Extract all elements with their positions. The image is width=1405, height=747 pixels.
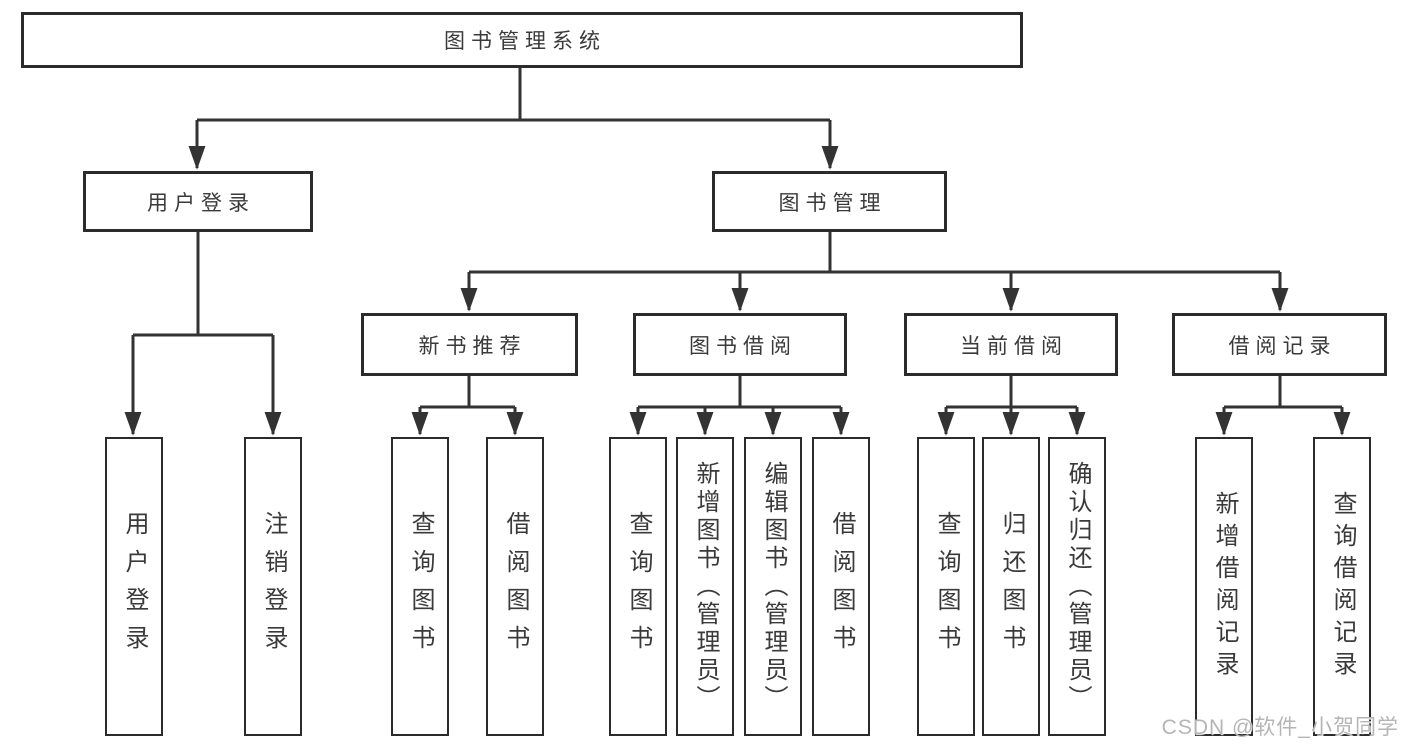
node-leaf-borrow-books-recommend: 借阅图书 xyxy=(486,437,544,736)
node-leaf-query-books-borrow: 查询图书 xyxy=(609,437,667,736)
node-book-borrow: 图书借阅 xyxy=(633,313,847,376)
node-leaf-logout: 注销登录 xyxy=(244,437,302,736)
node-borrow-records: 借阅记录 xyxy=(1172,313,1387,376)
node-leaf-query-books-recommend: 查询图书 xyxy=(391,437,449,736)
node-leaf-add-borrow-record: 新增借阅记录 xyxy=(1195,437,1253,736)
node-leaf-borrow-books: 借阅图书 xyxy=(812,437,870,736)
node-user-login: 用户登录 xyxy=(83,171,313,232)
node-leaf-edit-books-admin: 编辑图书（管理员） xyxy=(744,437,802,736)
node-root: 图书管理系统 xyxy=(21,12,1023,68)
node-current-borrow: 当前借阅 xyxy=(904,313,1118,376)
node-new-book-recommend: 新书推荐 xyxy=(361,313,578,376)
node-leaf-query-books-current: 查询图书 xyxy=(917,437,975,736)
watermark-text: CSDN @软件_小贺同学 xyxy=(1161,716,1399,739)
node-leaf-confirm-return-admin: 确认归还（管理员） xyxy=(1048,437,1106,736)
node-book-management: 图书管理 xyxy=(712,171,947,232)
node-leaf-query-borrow-record: 查询借阅记录 xyxy=(1313,437,1371,736)
node-leaf-user-login: 用户登录 xyxy=(105,437,163,736)
node-leaf-add-books-admin: 新增图书（管理员） xyxy=(676,437,734,736)
node-leaf-return-books: 归还图书 xyxy=(982,437,1040,736)
